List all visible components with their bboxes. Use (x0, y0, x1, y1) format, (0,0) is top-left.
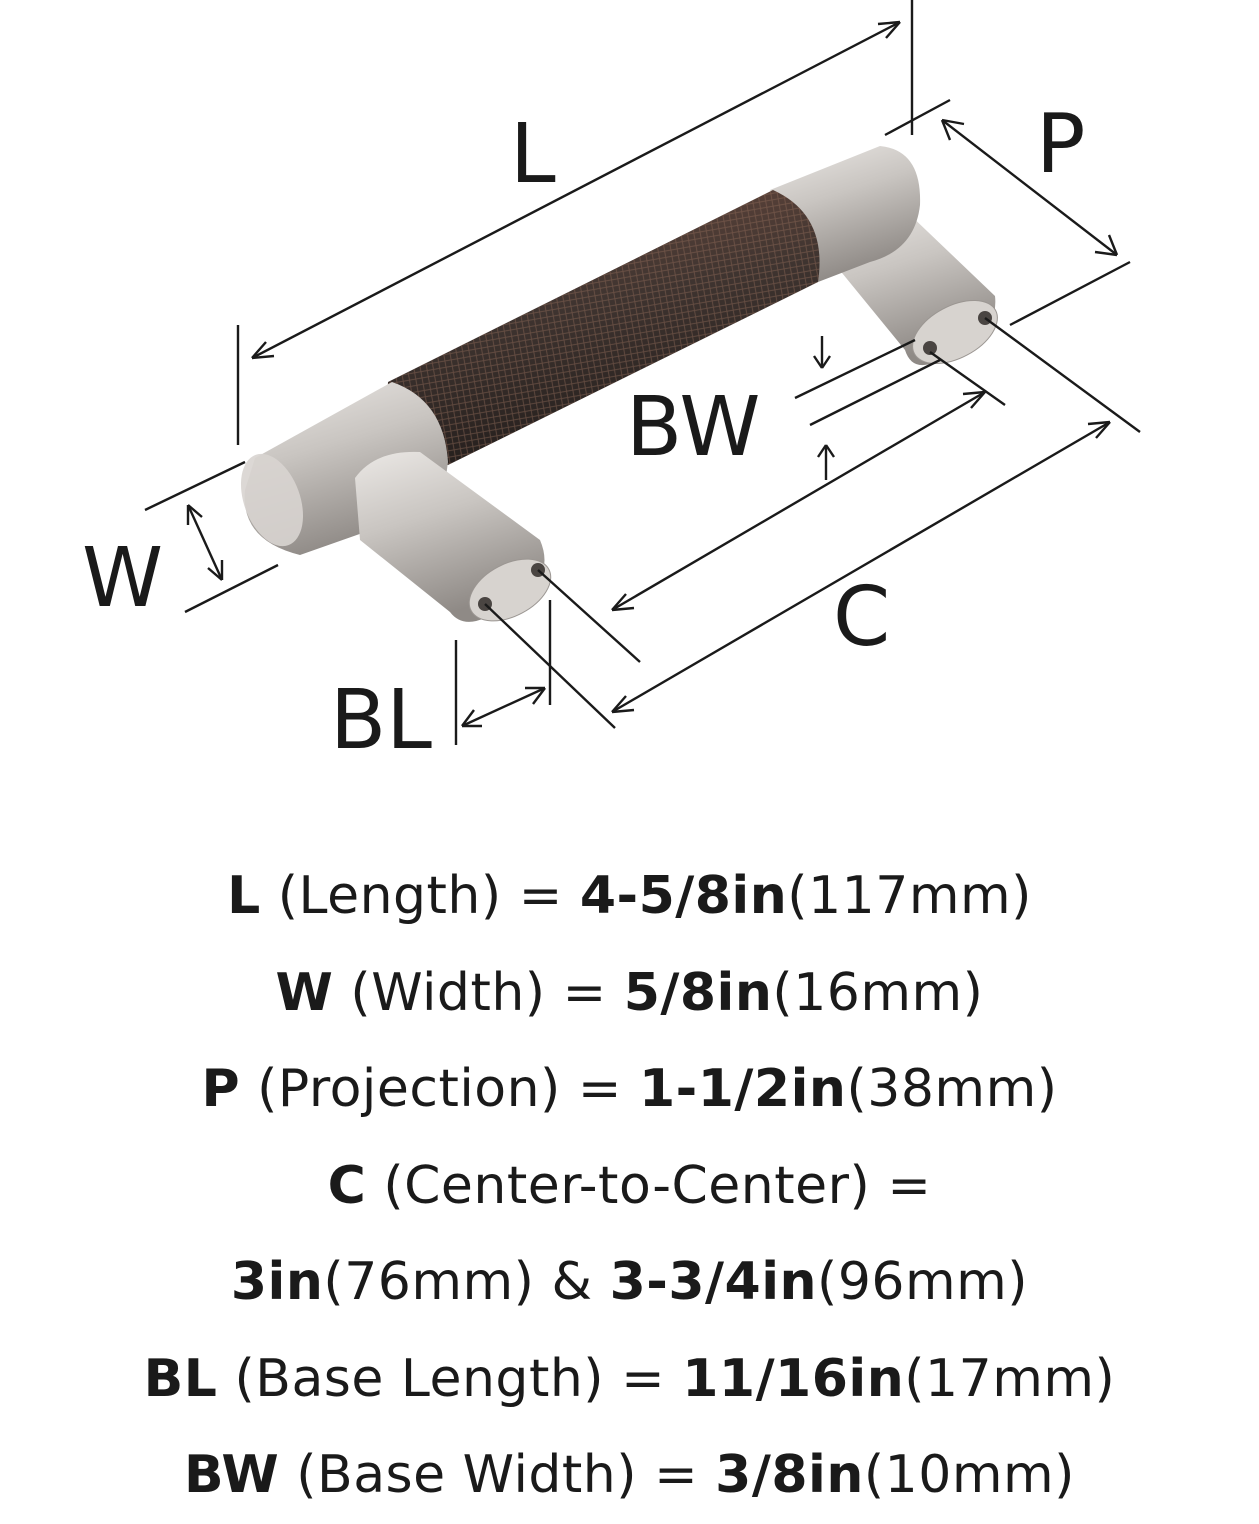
spec-length: L (Length) = 4-5/8in(117mm) (0, 848, 1259, 945)
spec-name: (Projection) = (257, 1059, 622, 1119)
label-W: W (82, 531, 163, 626)
spec-imperial-2: 3-3/4in (609, 1252, 818, 1312)
spec-metric: (76mm) & (323, 1252, 593, 1312)
spec-center-to-center-values: 3in(76mm) & 3-3/4in(96mm) (0, 1234, 1259, 1331)
spec-imperial: 5/8in (623, 962, 773, 1023)
spec-metric: (117mm) (787, 866, 1032, 926)
spec-code: L (227, 866, 261, 926)
spec-imperial: 3in (230, 1252, 324, 1312)
label-L: L (510, 107, 556, 202)
spec-metric: (38mm) (846, 1059, 1058, 1119)
spec-name: (Base Width) = (296, 1445, 699, 1505)
spec-metric-2: (96mm) (817, 1252, 1029, 1312)
spec-name: (Center-to-Center) = (383, 1155, 932, 1216)
spec-code: BL (143, 1348, 218, 1409)
spec-projection: P (Projection) = 1-1/2in(38mm) (0, 1041, 1259, 1138)
dimension-specs: L (Length) = 4-5/8in(117mm) W (Width) = … (0, 848, 1259, 1524)
label-P: P (1036, 97, 1085, 192)
spec-code: BW (184, 1445, 280, 1505)
spec-code: W (275, 962, 334, 1023)
spec-metric: (16mm) (772, 962, 984, 1023)
spec-name: (Width) = (350, 962, 607, 1023)
spec-width: W (Width) = 5/8in(16mm) (0, 945, 1259, 1042)
spec-metric: (17mm) (904, 1348, 1116, 1409)
spec-code: P (201, 1059, 241, 1119)
label-BL: BL (330, 673, 432, 768)
spec-imperial: 3/8in (715, 1445, 864, 1505)
dimension-lines (144, 0, 1141, 745)
spec-imperial: 11/16in (682, 1348, 905, 1409)
spec-imperial: 4-5/8in (579, 866, 788, 926)
spec-base-width: BW (Base Width) = 3/8in(10mm) (0, 1427, 1259, 1524)
handle-dimension-diagram: L P W BW C BL (82, 0, 1141, 768)
spec-base-length: BL (Base Length) = 11/16in(17mm) (0, 1331, 1259, 1428)
spec-code: C (327, 1155, 367, 1216)
cabinet-pull-handle (240, 146, 998, 622)
spec-name: (Length) = (277, 866, 563, 926)
label-C: C (833, 570, 890, 665)
spec-metric: (10mm) (863, 1445, 1075, 1505)
spec-imperial: 1-1/2in (638, 1059, 847, 1119)
spec-center-to-center: C (Center-to-Center) = (0, 1138, 1259, 1235)
spec-name: (Base Length) = (234, 1348, 666, 1409)
label-BW: BW (626, 380, 760, 475)
